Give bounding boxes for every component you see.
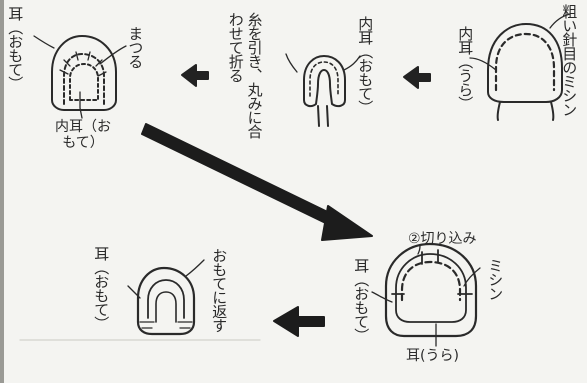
step5-label-mimi-omote: 耳（おもて） <box>92 246 111 330</box>
page-edge <box>0 0 4 383</box>
step2-label-uchimimi-omote: 内耳（おもて） <box>356 16 375 114</box>
arrow-1-to-4 <box>141 123 373 241</box>
step5-label-omote-ni-kaesu: おもてに返す <box>210 248 229 332</box>
arrow-3-to-2 <box>403 66 431 89</box>
step1-label-matsuru: まつる <box>126 26 145 68</box>
step2-ear-figure <box>285 53 361 127</box>
step4-label-mimi-ura: 耳(うら) <box>406 348 459 364</box>
step4-ear-figure <box>371 242 481 347</box>
arrow-2-to-1 <box>181 64 209 87</box>
step3-ear-figure <box>469 13 571 121</box>
step1-label-uchimimi-omote: 内耳（おもて） <box>55 119 111 152</box>
step1-ear-figure <box>33 35 127 119</box>
step2-label-instruction: 糸を引き、丸みに合わせて折る <box>226 12 264 138</box>
step4-label-cut: ②切り込み <box>408 231 477 247</box>
step1-label-mimi-omote: 耳（おもて） <box>6 6 25 90</box>
step5-ear-figure <box>127 259 205 336</box>
step3-label-stitch-note: 粗い針目のミシン <box>560 4 579 116</box>
arrow-4-to-5 <box>273 306 325 337</box>
step4-label-mishin: ミシン <box>486 258 505 300</box>
step3-label-uchimimi-ura: 内耳（うら） <box>456 26 475 110</box>
step4-label-mimi-omote: 耳（おもて） <box>352 258 371 342</box>
